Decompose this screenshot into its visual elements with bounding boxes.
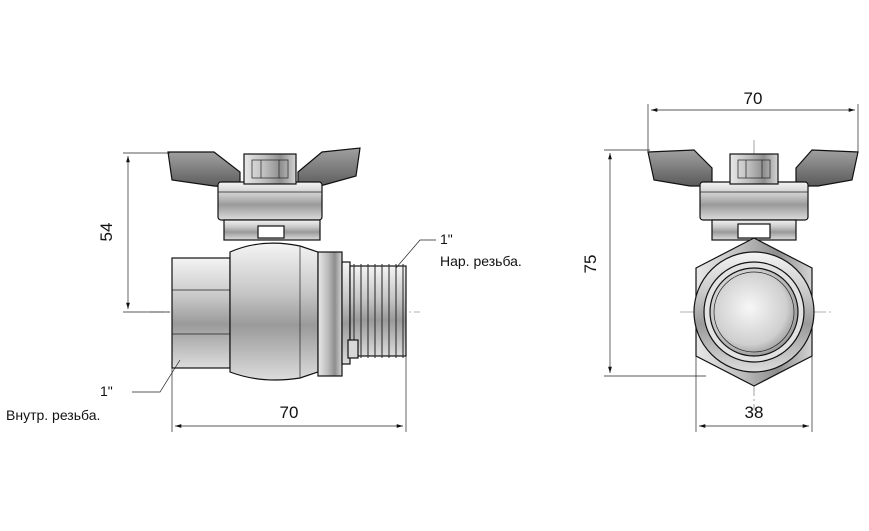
dim-length-70: 70 (171, 356, 407, 432)
side-valve-body (171, 242, 407, 381)
female-thread-size: 1" (100, 383, 113, 399)
front-hex-body (693, 237, 815, 387)
side-view: 54 70 1" Нар. резьба. 1" Внутр. резьба. (6, 147, 522, 432)
front-width-label: 70 (744, 89, 763, 108)
front-view: 70 75 38 (581, 89, 859, 432)
dim-width-70: 70 (647, 89, 859, 152)
leader-male-thread: 1" Нар. резьба. (395, 231, 522, 269)
male-thread-size: 1" (440, 231, 453, 247)
dim-hex-38: 38 (695, 356, 813, 432)
front-handle (647, 149, 859, 241)
front-hex-label: 38 (745, 403, 764, 422)
dim-height-54: 54 (97, 152, 170, 313)
leader-female-thread: 1" Внутр. резьба. (6, 359, 181, 423)
front-height-label: 75 (581, 255, 600, 274)
side-handle (167, 147, 361, 241)
dim-height-75: 75 (581, 149, 706, 377)
side-height-label: 54 (97, 223, 116, 242)
female-thread-label: Внутр. резьба. (6, 407, 100, 423)
thread-lines (353, 264, 404, 358)
side-length-label: 70 (280, 403, 299, 422)
male-thread-label: Нар. резьба. (440, 253, 522, 269)
